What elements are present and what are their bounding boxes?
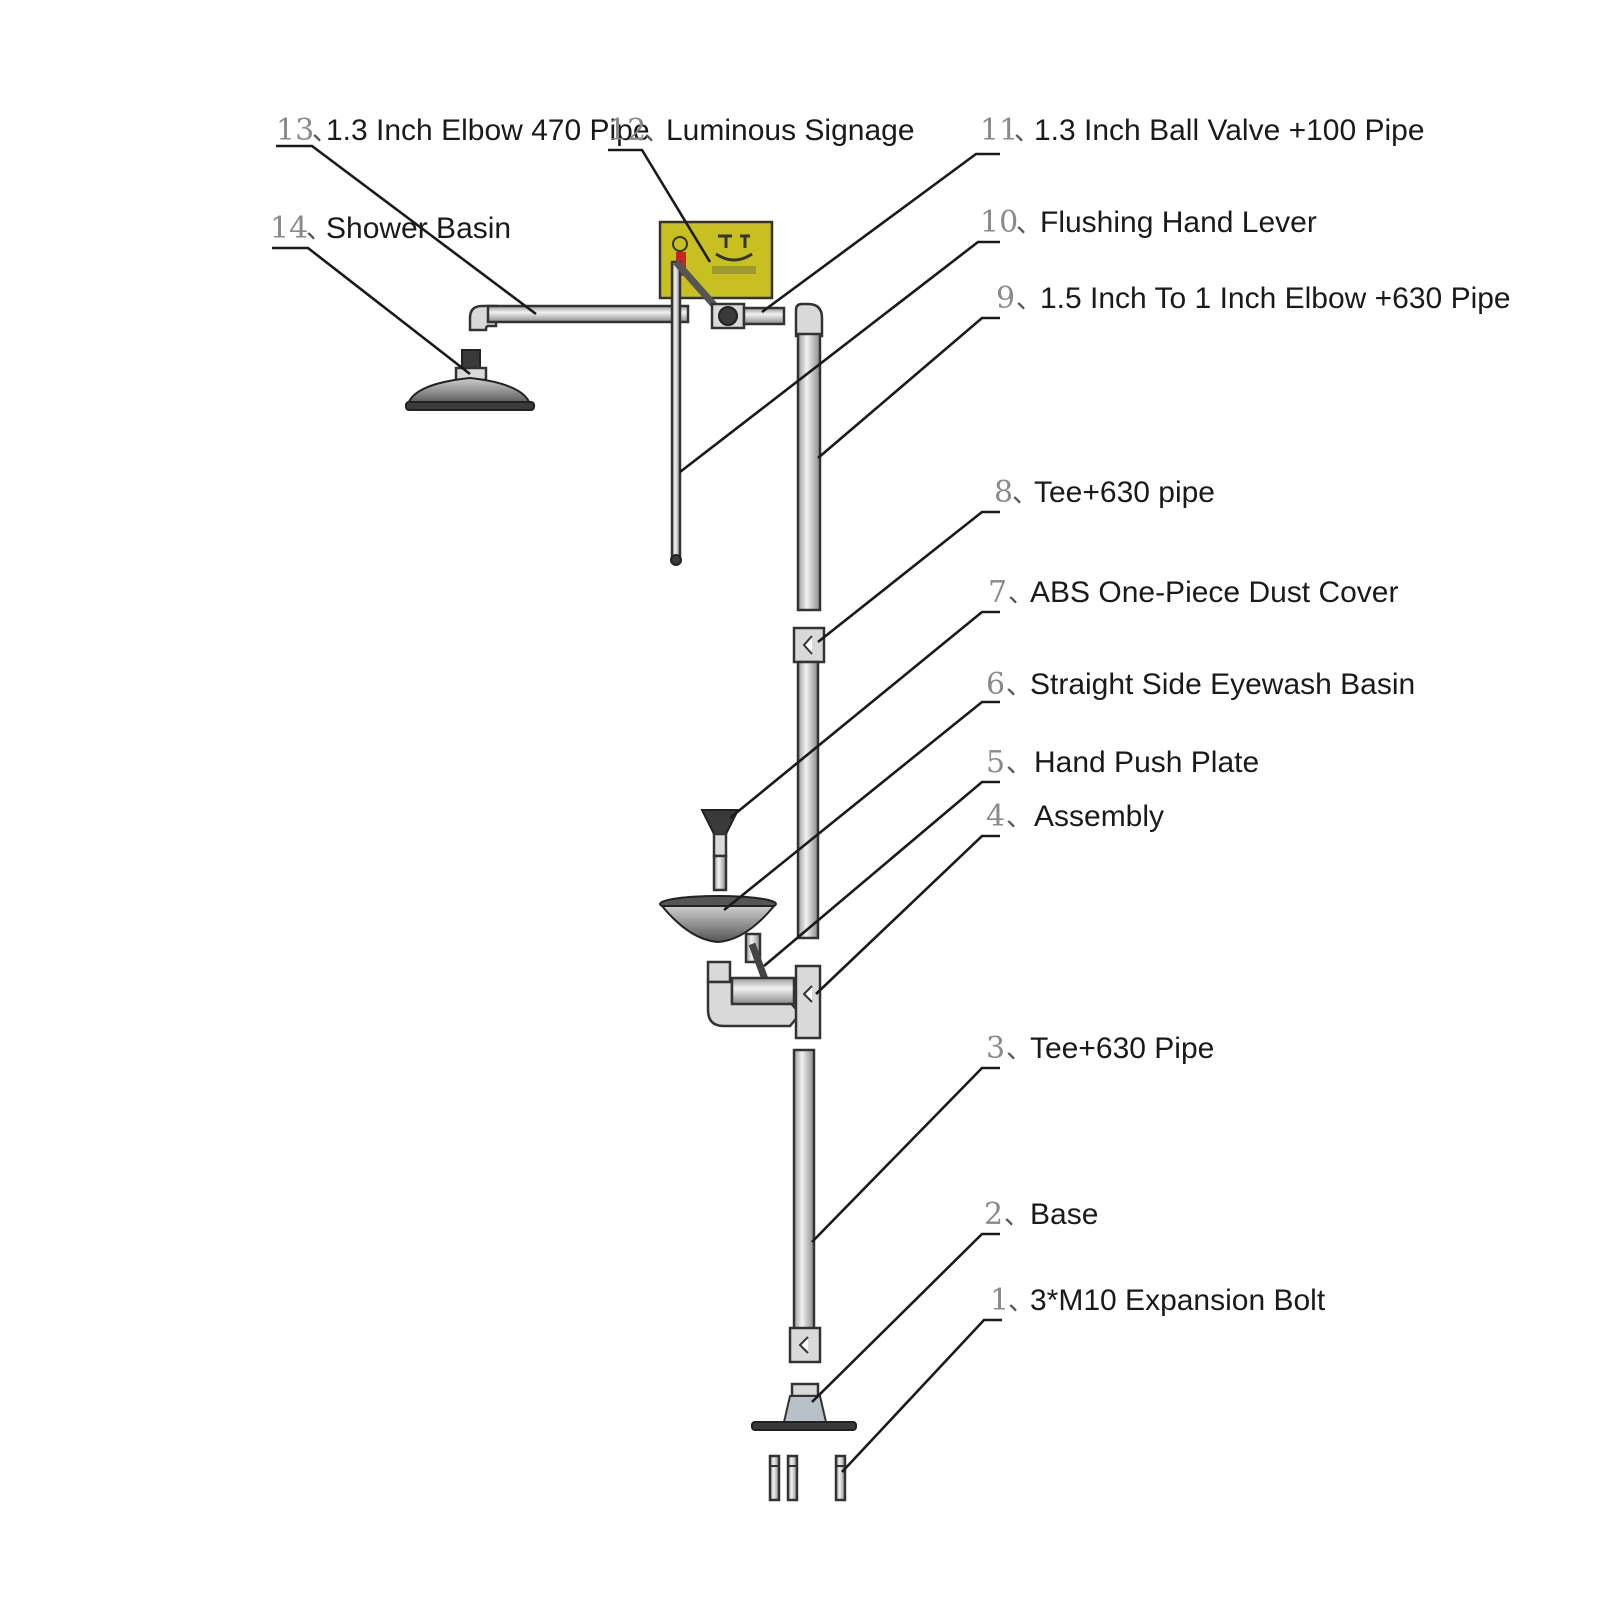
expansion-bolts bbox=[768, 1454, 847, 1502]
base bbox=[751, 1382, 857, 1431]
part-11-label: 1.3 Inch Ball Valve +100 Pipe bbox=[1034, 114, 1425, 147]
part-2-sep: 、 bbox=[1004, 1201, 1030, 1231]
part-8-number: 8 bbox=[994, 475, 1013, 510]
part-7-sep: 、 bbox=[1008, 579, 1034, 609]
leader-2 bbox=[811, 1232, 1000, 1403]
part-10-label: Flushing Hand Lever bbox=[1040, 206, 1317, 239]
part-1-label: 3*M10 Expansion Bolt bbox=[1030, 1284, 1326, 1317]
part-3-sep: 、 bbox=[1006, 1035, 1032, 1065]
leader-7 bbox=[729, 610, 1000, 820]
part-4-sep: 、 bbox=[1006, 803, 1032, 833]
part-14-label: Shower Basin bbox=[326, 212, 511, 245]
tee-630-pipe-lower bbox=[788, 1048, 822, 1364]
part-1-number: 1 bbox=[990, 1283, 1009, 1318]
flushing-hand-lever bbox=[670, 259, 725, 566]
leader-12 bbox=[608, 148, 712, 263]
tee-630-pipe-upper bbox=[792, 626, 826, 940]
shower-basin bbox=[405, 349, 535, 411]
part-6-sep: 、 bbox=[1006, 671, 1032, 701]
leader-11 bbox=[761, 152, 1000, 314]
part-3-label: Tee+630 Pipe bbox=[1030, 1032, 1214, 1065]
part-11-sep: 、 bbox=[1014, 117, 1040, 147]
part-5-sep: 、 bbox=[1006, 749, 1032, 779]
assembly bbox=[706, 960, 822, 1040]
part-labels: 13 、 1.3 Inch Elbow 470 Pipe 12 、 Lumino… bbox=[270, 113, 1511, 1318]
part-13-sep: 、 bbox=[312, 117, 338, 147]
part-14-number: 14 bbox=[270, 211, 308, 246]
part-5-label: Hand Push Plate bbox=[1034, 746, 1259, 779]
abs-dust-cover bbox=[700, 809, 740, 892]
eyewash-basin bbox=[659, 895, 777, 964]
part-7-number: 7 bbox=[988, 575, 1007, 610]
part-6-number: 6 bbox=[986, 667, 1005, 702]
leader-10 bbox=[679, 240, 1000, 474]
part-12-number: 12 bbox=[608, 113, 646, 148]
leader-8 bbox=[817, 510, 1000, 644]
elbow-470-pipe bbox=[468, 304, 690, 332]
part-8-sep: 、 bbox=[1012, 479, 1038, 509]
leader-3 bbox=[811, 1066, 1000, 1243]
leader-lines bbox=[272, 144, 1002, 1473]
part-4-number: 4 bbox=[986, 799, 1005, 834]
part-7-label: ABS One-Piece Dust Cover bbox=[1030, 576, 1398, 609]
part-12-label: Luminous Signage bbox=[666, 114, 915, 147]
part-9-label: 1.5 Inch To 1 Inch Elbow +630 Pipe bbox=[1040, 282, 1511, 315]
ball-valve-100-pipe bbox=[710, 302, 786, 330]
leader-13 bbox=[276, 144, 537, 316]
leader-4 bbox=[815, 834, 1000, 995]
part-1-sep: 、 bbox=[1008, 1287, 1034, 1317]
part-13-number: 13 bbox=[276, 113, 314, 148]
elbow-630-pipe bbox=[794, 302, 824, 612]
leader-9 bbox=[817, 316, 1000, 459]
hand-push-plate bbox=[748, 942, 770, 984]
part-9-sep: 、 bbox=[1016, 285, 1042, 315]
part-2-label: Base bbox=[1030, 1198, 1098, 1231]
part-5-number: 5 bbox=[986, 745, 1005, 780]
part-14-sep: 、 bbox=[306, 215, 332, 245]
part-13-label: 1.3 Inch Elbow 470 Pipe bbox=[326, 114, 650, 147]
part-10-sep: 、 bbox=[1016, 209, 1042, 239]
part-12-sep: 、 bbox=[644, 117, 670, 147]
leader-6 bbox=[723, 700, 1000, 912]
part-9-number: 9 bbox=[996, 281, 1015, 316]
part-8-label: Tee+630 pipe bbox=[1034, 476, 1215, 509]
part-3-number: 3 bbox=[986, 1031, 1005, 1066]
part-2-number: 2 bbox=[984, 1197, 1003, 1232]
part-11-number: 11 bbox=[980, 113, 1018, 148]
part-6-label: Straight Side Eyewash Basin bbox=[1030, 668, 1415, 701]
part-4-label: Assembly bbox=[1034, 800, 1164, 833]
leader-14 bbox=[272, 246, 471, 376]
leader-1 bbox=[841, 1318, 1002, 1473]
part-10-number: 10 bbox=[980, 205, 1018, 240]
leader-5 bbox=[763, 780, 1000, 967]
